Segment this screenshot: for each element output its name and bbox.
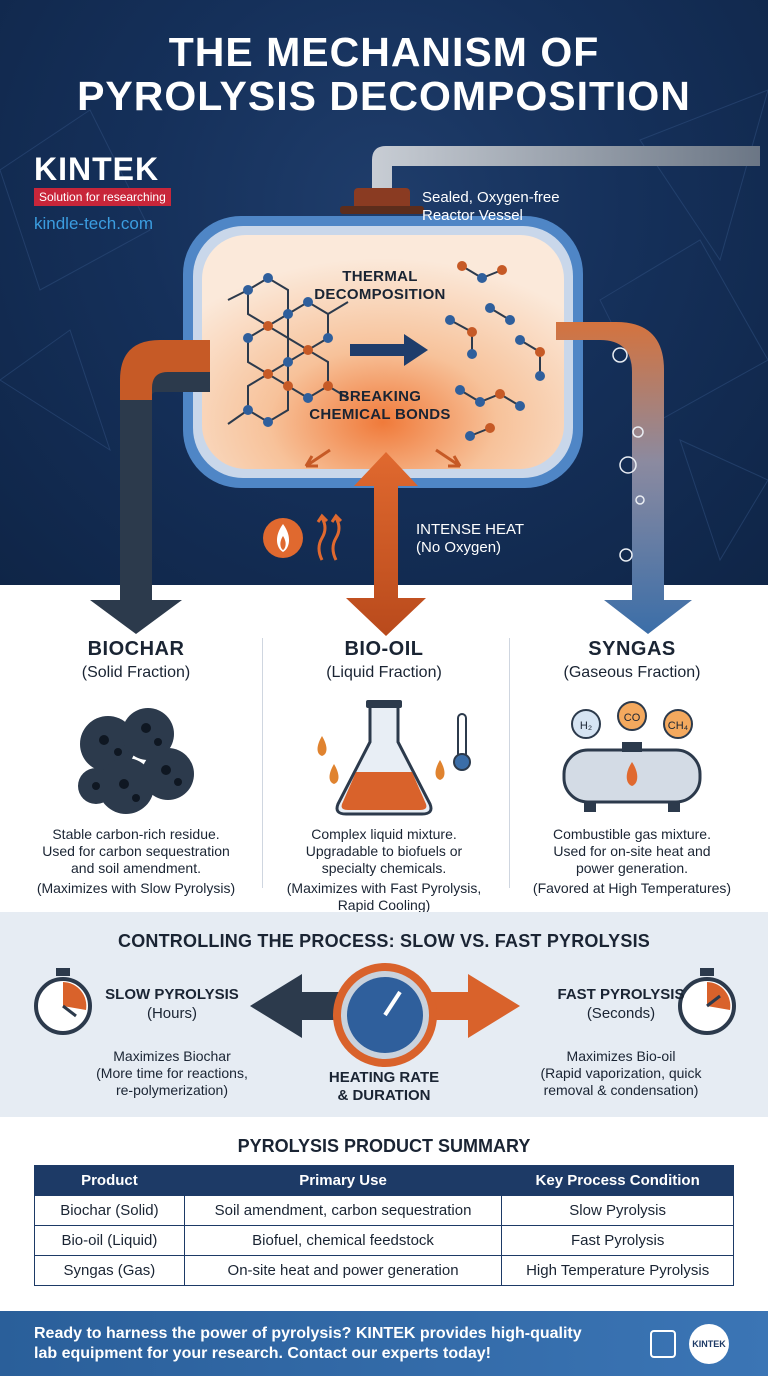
brand-tagline: Solution for researching (34, 188, 171, 206)
control-title: CONTROLLING THE PROCESS: SLOW VS. FAST P… (118, 931, 650, 951)
gas-label-co: CO (624, 712, 641, 724)
vessel-label: Sealed, Oxygen-free Reactor Vessel (422, 189, 560, 224)
intense-heat-label: INTENSE HEAT (No Oxygen) (416, 521, 525, 556)
page-title: THE MECHANISM OF PYROLYSIS DECOMPOSITION (0, 30, 768, 118)
biochar-description: Stable carbon-rich residue. Used for car… (42, 826, 230, 876)
table-header-row: Product Primary Use Key Process Conditio… (34, 1165, 734, 1196)
product-bio-oil: BIO-OIL (Liquid Fraction) Complex liquid… (256, 638, 512, 914)
outlet-pipe (372, 146, 760, 196)
heating-rate-label: HEATING RATE & DURATION (328, 1069, 440, 1104)
reaction-arrow (350, 334, 428, 366)
biochar-note: (Maximizes with Slow Pyrolysis) (36, 880, 236, 896)
slow-arrow (250, 974, 340, 1038)
heat-flow-arrow (346, 452, 426, 636)
heating-rate-dial (333, 963, 437, 1067)
gas-label-h2: H₂ (580, 720, 592, 732)
title-line-1: THE MECHANISM OF (168, 29, 600, 75)
bio-oil-description: Complex liquid mixture. Upgradable to bi… (305, 826, 463, 876)
heat-waves-icon (316, 513, 343, 561)
table-row: Bio-oil (Liquid) Biofuel, chemical feeds… (34, 1225, 734, 1256)
brand-logo: KINTEK (34, 151, 160, 187)
reactor-diagram (90, 146, 760, 636)
fast-arrow (430, 974, 520, 1038)
contact-card-icon[interactable] (650, 1330, 676, 1358)
col-product: Product (34, 1165, 185, 1196)
fast-stopwatch-icon (678, 968, 736, 1035)
product-biochar: BIOCHAR (Solid Fraction) Stable carbon-r… (8, 638, 264, 897)
syngas-flow-arrow (556, 322, 692, 634)
product-syngas: SYNGAS (Gaseous Fraction) H₂ CO CH₄ Comb… (504, 638, 760, 897)
summary-title: PYROLYSIS PRODUCT SUMMARY (237, 1136, 531, 1156)
product-fractions: BIOCHAR (Solid Fraction) Stable carbon-r… (0, 638, 768, 913)
bio-oil-note: (Maximizes with Fast Pyrolysis, Rapid Co… (286, 880, 482, 913)
syngas-note: (Favored at High Temperatures) (532, 880, 732, 896)
gas-tank-icon: H₂ CO CH₄ (504, 686, 760, 826)
divider (509, 638, 510, 888)
biochar-flow-arrow (90, 360, 210, 634)
footer-cta: Ready to harness the power of pyrolysis?… (0, 1311, 768, 1376)
slow-stopwatch-icon (34, 968, 92, 1035)
thermal-decomposition-label: THERMAL DECOMPOSITION (314, 268, 446, 303)
cta-text: Ready to harness the power of pyrolysis?… (34, 1325, 582, 1362)
table-row: Biochar (Solid) Soil amendment, carbon s… (34, 1195, 734, 1226)
divider (262, 638, 263, 888)
footer-logo[interactable]: KINTEK (689, 1324, 729, 1364)
brand-url[interactable]: kindle-tech.com (34, 214, 154, 233)
flask-icon (256, 686, 512, 826)
col-primary-use: Primary Use (183, 1165, 503, 1196)
summary-table: Product Primary Use Key Process Conditio… (34, 1165, 734, 1286)
fast-pyrolysis-block: FAST PYROLYSIS (Seconds) Maximizes Bio-o… (540, 986, 702, 1098)
breaking-bonds-label: BREAKING CHEMICAL BONDS (309, 388, 451, 423)
brand-block: KINTEK Solution for researching kindle-t… (34, 152, 171, 234)
flame-icon (263, 518, 303, 558)
slow-pyrolysis-block: SLOW PYROLYSIS (Hours) Maximizes Biochar… (96, 986, 248, 1098)
thermometer-icon (453, 713, 471, 771)
control-graphics (34, 963, 736, 1067)
col-key-condition: Key Process Condition (501, 1165, 734, 1196)
syngas-description: Combustible gas mixture. Used for on-sit… (553, 826, 711, 876)
gas-label-ch4: CH₄ (668, 720, 689, 732)
biochar-icon (8, 686, 264, 826)
process-control-section: CONTROLLING THE PROCESS: SLOW VS. FAST P… (0, 912, 768, 1117)
table-row: Syngas (Gas) On-site heat and power gene… (34, 1255, 734, 1286)
title-line-2: PYROLYSIS DECOMPOSITION (77, 73, 691, 119)
